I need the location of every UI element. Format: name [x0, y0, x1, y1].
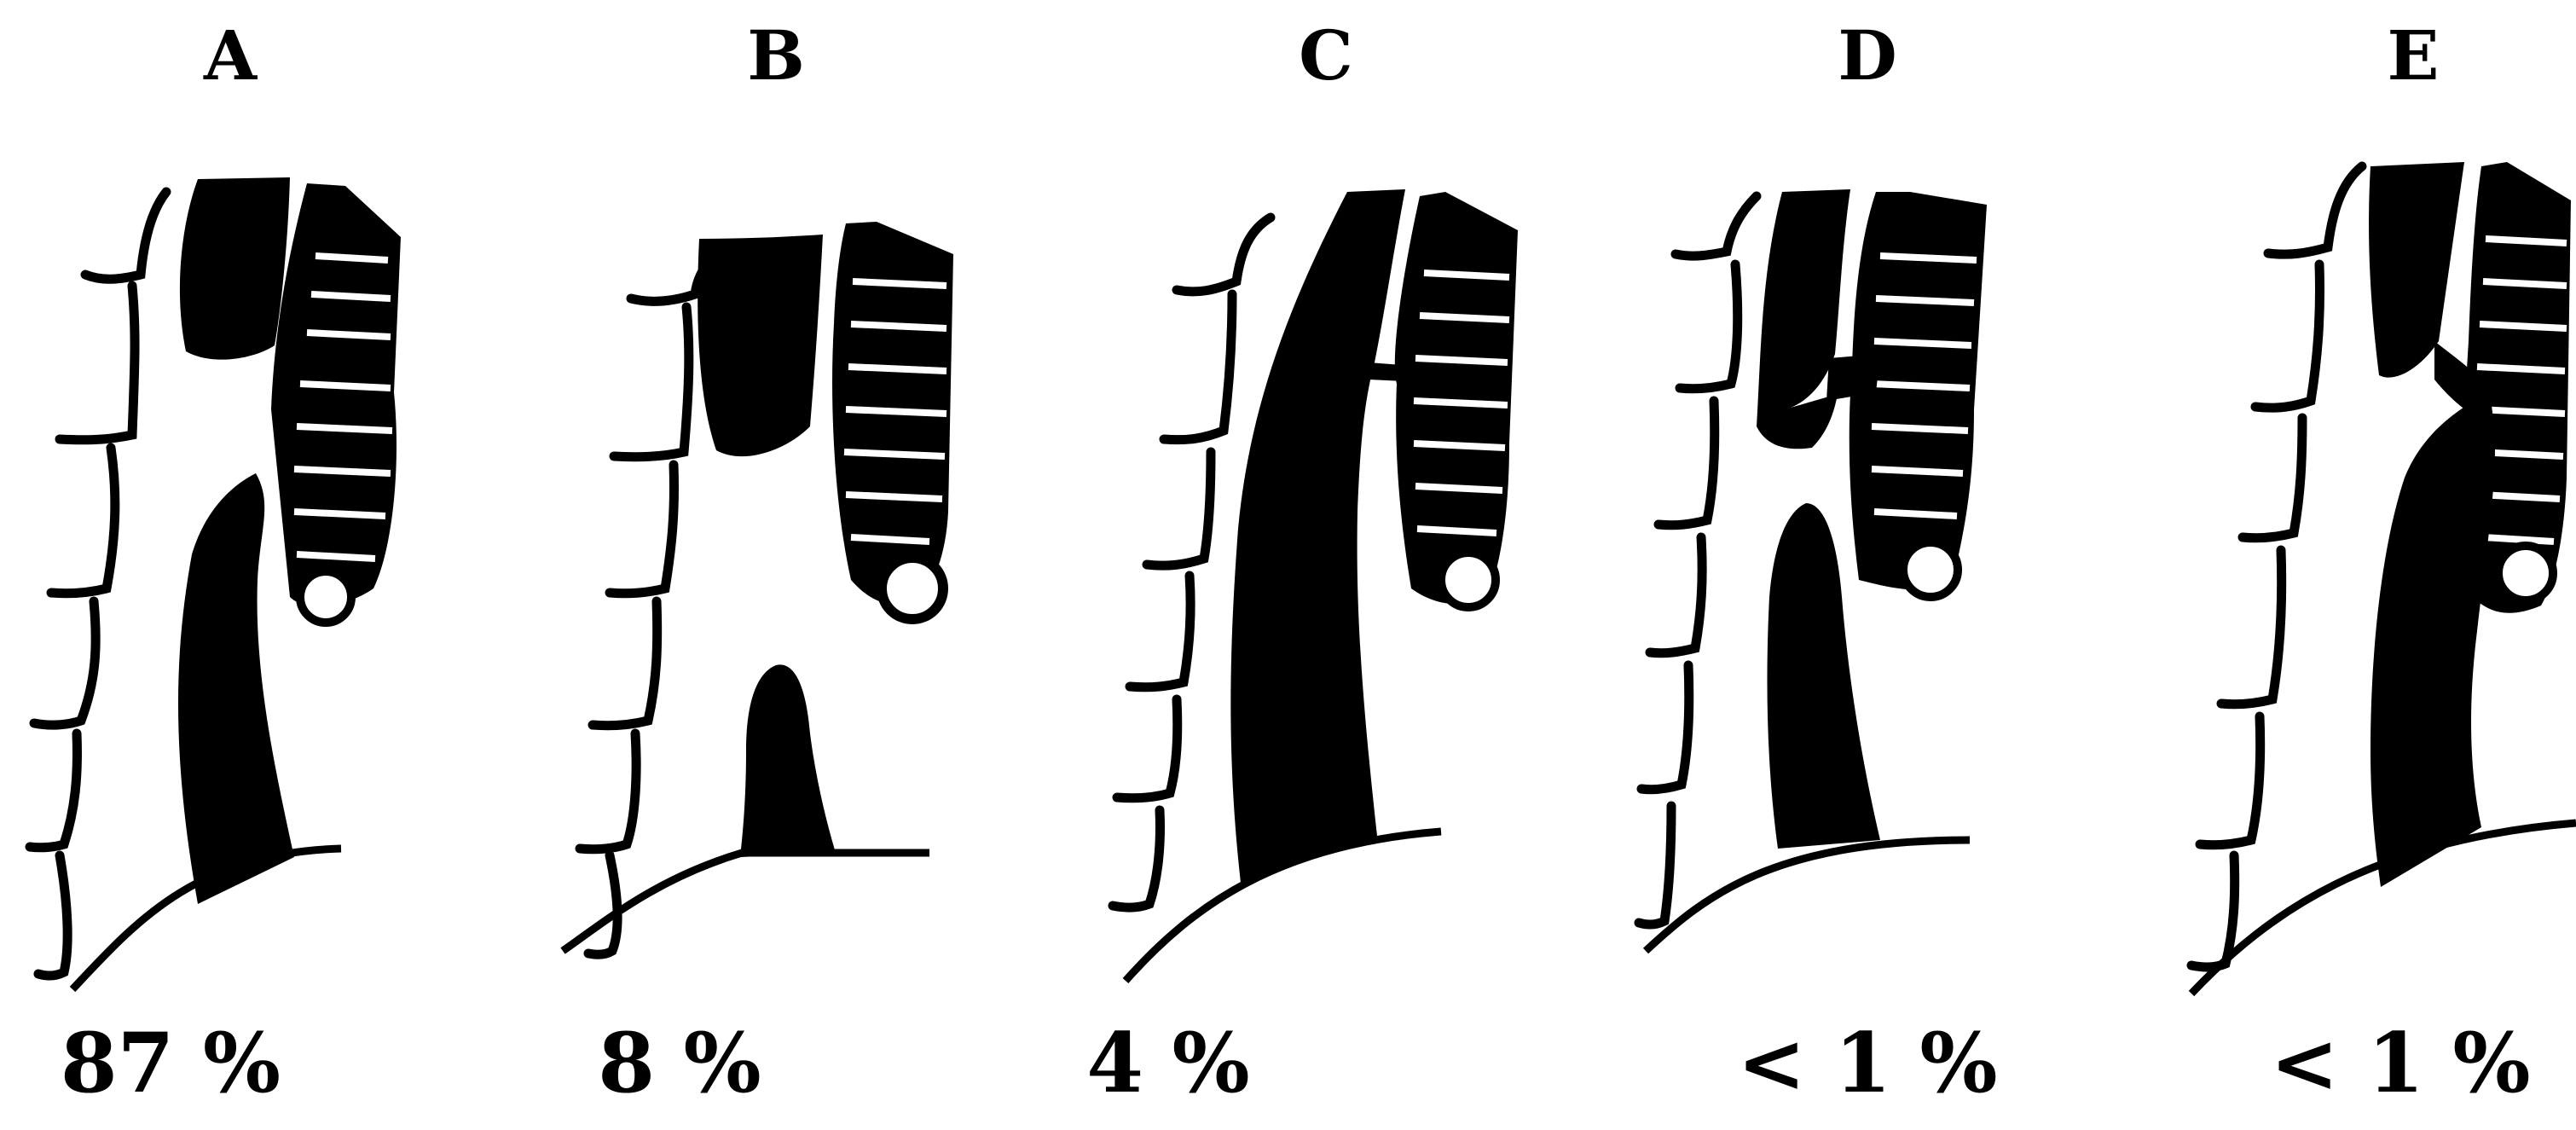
panel-a: A 87 % — [0, 0, 529, 1130]
upper-esophagus — [2369, 162, 2464, 378]
carina — [1441, 553, 1496, 607]
carina — [2498, 546, 2553, 600]
panel-e-illustration — [2115, 0, 2576, 1130]
vertebral-column — [30, 192, 166, 976]
panel-b: B 8 % — [529, 0, 1057, 1130]
panel-a-illustration — [0, 0, 529, 1130]
trachea — [271, 183, 401, 606]
trachea — [1395, 192, 1518, 604]
stomach-outline — [1646, 840, 1970, 951]
panel-e-percentage: < 1 % — [2247, 1015, 2554, 1111]
panel-d-percentage: < 1 % — [1714, 1015, 2021, 1111]
vertebral-column — [1639, 196, 1757, 924]
panel-c-illustration — [1057, 0, 1586, 1130]
carina — [882, 558, 943, 619]
panel-a-percentage: 87 % — [17, 1015, 324, 1111]
panel-b-percentage: 8 % — [526, 1015, 833, 1111]
panel-d-illustration — [1586, 0, 2115, 1130]
upper-esophagus — [180, 177, 290, 360]
panel-d: D < 1 % — [1586, 0, 2115, 1130]
panel-c-percentage: 4 % — [1015, 1015, 1322, 1111]
lower-esophagus — [178, 473, 294, 904]
lower-esophagus — [2370, 392, 2495, 887]
lower-esophagus — [740, 664, 836, 857]
vertebral-column — [2191, 166, 2362, 967]
esophagus-continuous — [1230, 189, 1405, 883]
carina — [300, 571, 351, 623]
panel-e: E < 1 % — [2115, 0, 2576, 1130]
upper-esophagus-fistula — [1757, 189, 1850, 449]
panel-b-illustration — [529, 0, 1057, 1130]
upper-esophagus — [698, 235, 823, 456]
panel-c: C 4 % — [1057, 0, 1586, 1130]
carina — [1903, 542, 1958, 597]
